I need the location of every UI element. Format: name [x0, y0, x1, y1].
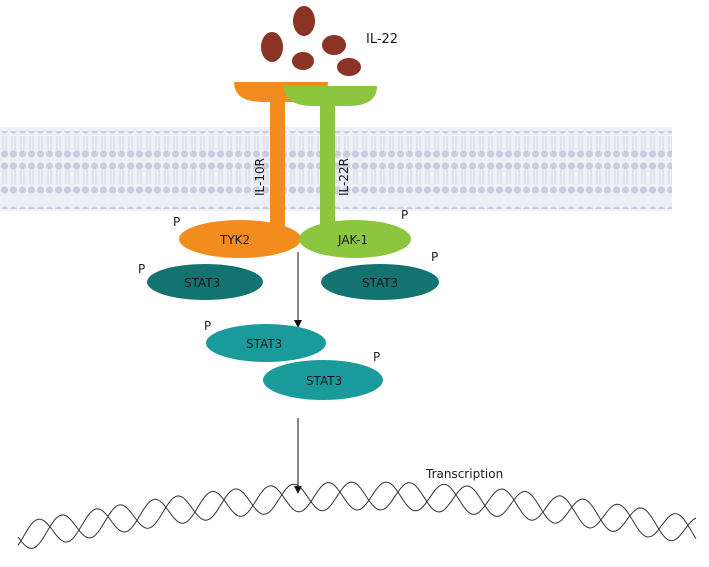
stat3-monomer-right-phospho: P	[431, 250, 438, 264]
il22-ligand-cluster	[261, 6, 361, 76]
stat3-monomer-left-phospho: P	[138, 262, 145, 276]
jak1-kinase	[299, 220, 411, 258]
il22r-label: IL-22R	[337, 158, 351, 196]
stat3-dimer-lower-label: STAT3	[306, 374, 342, 388]
dna-strand-b	[17, 481, 697, 546]
ligand-molecule	[337, 58, 361, 76]
ligand-molecule	[261, 32, 283, 62]
jak1-phospho: P	[401, 208, 408, 222]
ligand-molecule	[322, 35, 346, 55]
jak1-label: JAK-1	[337, 233, 368, 247]
stat3-dimer-upper-label: STAT3	[246, 337, 282, 351]
tyk2-kinase	[179, 220, 301, 258]
il22r-receptor	[284, 86, 377, 236]
dna-helix	[17, 481, 697, 549]
stat3-monomer-left	[147, 264, 263, 300]
tyk2-phospho: P	[173, 215, 180, 229]
stat3-dimer-upper-phospho: P	[204, 319, 211, 333]
stat3-monomer-right	[321, 264, 439, 300]
stat3-dimer-lower-phospho: P	[373, 350, 380, 364]
ligand-label: IL-22	[366, 32, 398, 47]
tyk2-label: TYK2	[219, 233, 250, 247]
stat3-dimer-lower	[263, 360, 383, 400]
stat3-monomer-right-label: STAT3	[362, 276, 398, 290]
stat3-monomer-left-label: STAT3	[184, 276, 220, 290]
il10r-label: IL-10R	[253, 158, 267, 196]
dna-strand-a	[17, 481, 697, 549]
ligand-molecule	[292, 52, 314, 70]
stat3-dimer-upper	[206, 324, 326, 362]
ligand-molecule	[293, 6, 315, 36]
transcription-label: Transcription	[425, 467, 503, 481]
cell-membrane	[0, 127, 672, 211]
